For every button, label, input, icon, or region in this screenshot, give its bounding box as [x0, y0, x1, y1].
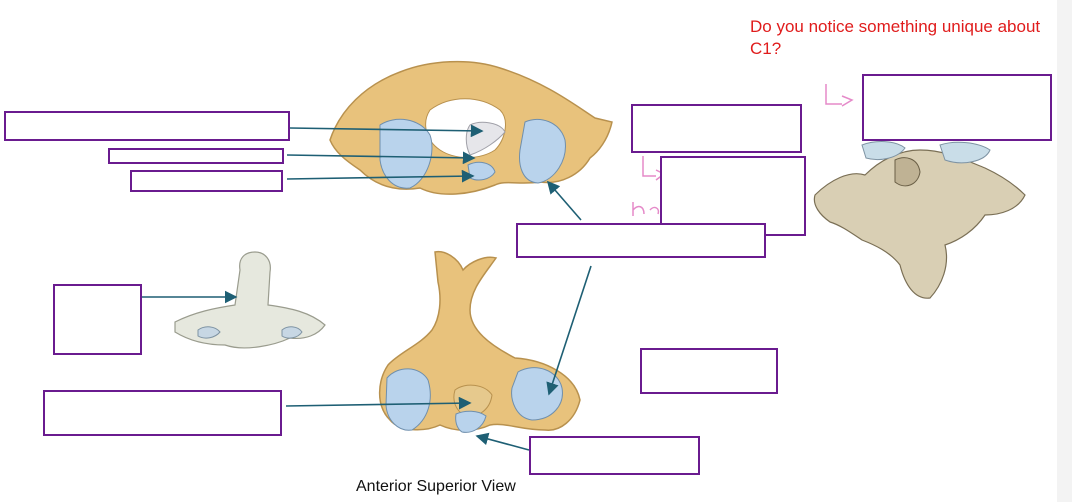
label-box-2[interactable] [108, 148, 284, 164]
label-box-11[interactable] [529, 436, 700, 475]
view-caption: Anterior Superior View [356, 478, 516, 495]
label-box-10[interactable] [43, 390, 282, 436]
label-arrows [141, 124, 592, 451]
axis-small-view [174, 251, 326, 349]
question-text: Do you notice something unique about C1? [750, 17, 1041, 58]
label-box-5[interactable] [660, 156, 806, 236]
cervical-spine-photo [813, 141, 1026, 299]
label-box-7[interactable] [862, 74, 1052, 141]
atlas-anterior-superior-view [378, 250, 581, 433]
label-box-1[interactable] [4, 111, 290, 141]
label-box-6[interactable] [516, 223, 766, 258]
atlas-superior-view [329, 60, 613, 195]
label-box-9[interactable] [640, 348, 778, 394]
pink-annotation-marks [632, 84, 854, 216]
right-scroll-strip [1057, 0, 1072, 502]
label-box-8[interactable] [53, 284, 142, 355]
label-box-4[interactable] [631, 104, 802, 153]
label-box-3[interactable] [130, 170, 283, 192]
